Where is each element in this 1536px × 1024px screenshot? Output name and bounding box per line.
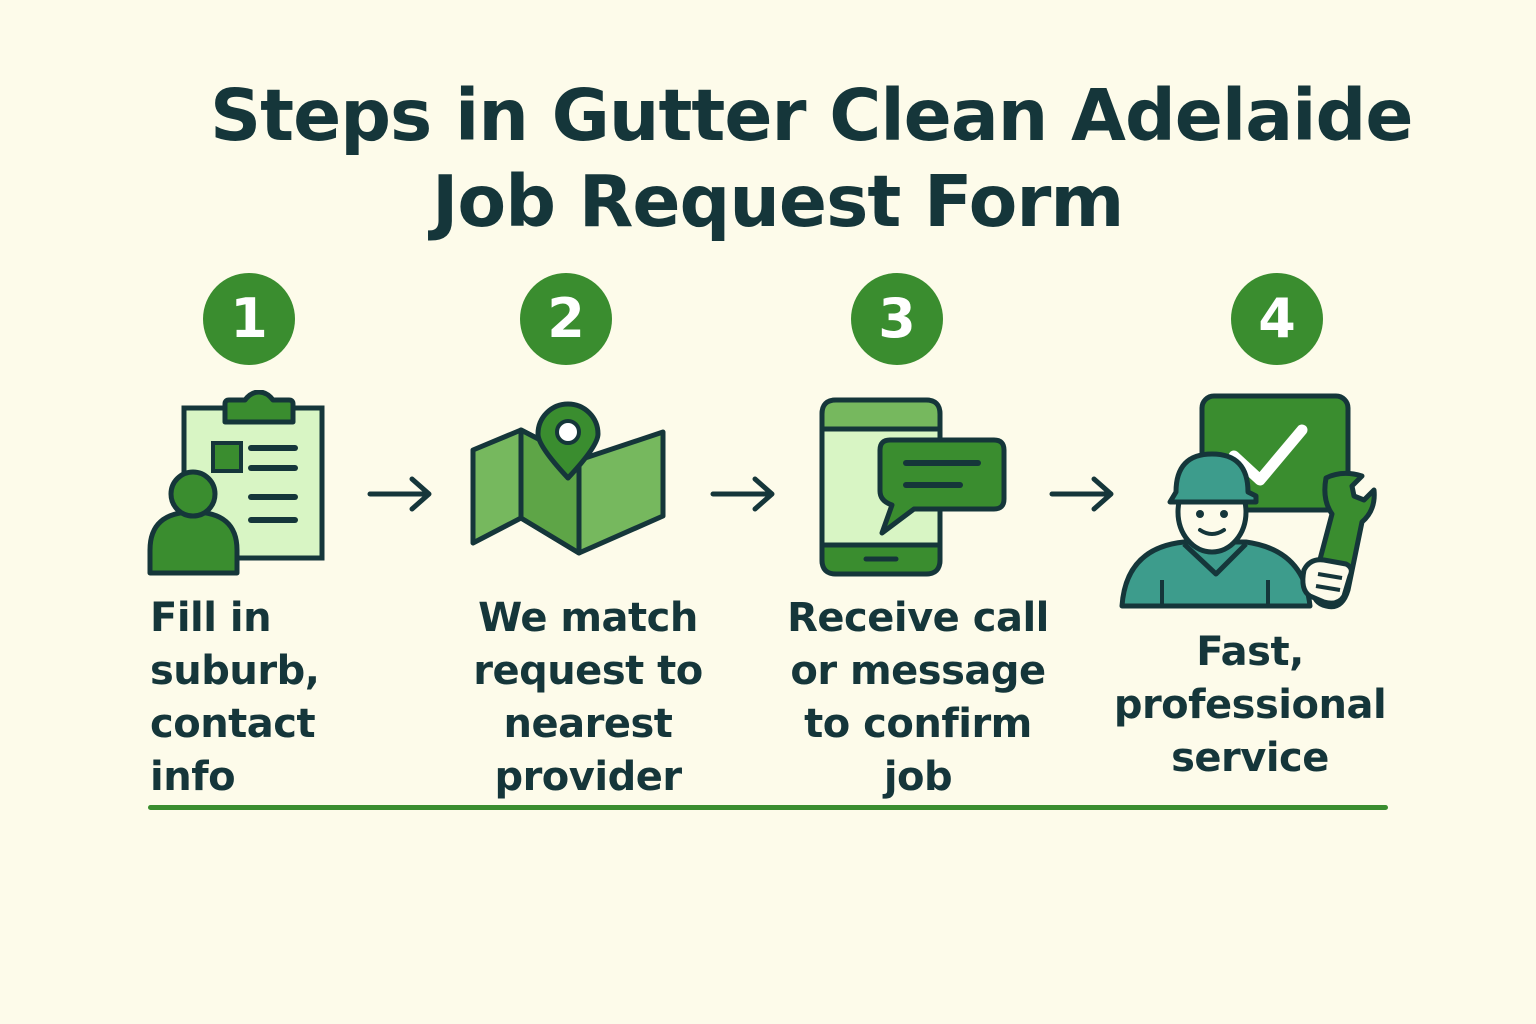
clipboard-person-icon bbox=[147, 390, 325, 576]
arrow-right-icon bbox=[367, 476, 432, 512]
step-4-badge: 4 bbox=[1231, 273, 1323, 365]
step-4-label: Fast, professional service bbox=[1113, 629, 1387, 781]
phone-message-icon bbox=[819, 397, 1007, 577]
step-3-badge: 3 bbox=[851, 273, 943, 365]
step-3-label: Receive call or message to confirm job bbox=[787, 595, 1049, 800]
map-pin-icon bbox=[470, 401, 666, 556]
worker-checkmark-icon bbox=[1119, 393, 1377, 610]
arrow-right-icon bbox=[1049, 476, 1114, 512]
arrow-right-icon bbox=[710, 476, 775, 512]
step-1-label: Fill in suburb, contact info bbox=[150, 595, 320, 800]
step-2-badge: 2 bbox=[520, 273, 612, 365]
step-1-badge: 1 bbox=[203, 273, 295, 365]
step-2-label: We match request to nearest provider bbox=[473, 595, 703, 800]
title-line-1: Steps in Gutter Clean Adelaide bbox=[210, 74, 1413, 157]
title-line-2: Job Request Form bbox=[432, 160, 1124, 243]
divider-line bbox=[148, 805, 1388, 810]
